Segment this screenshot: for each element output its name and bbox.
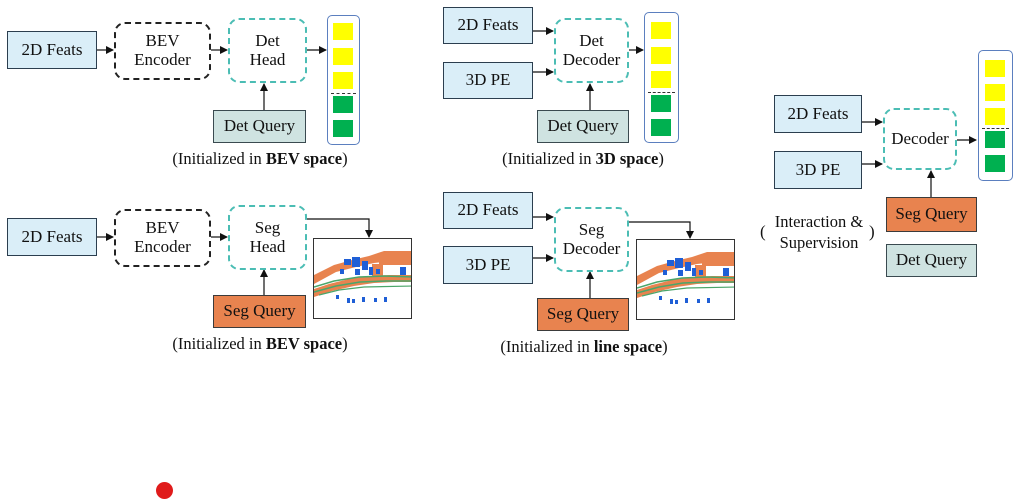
- paren-open: (: [760, 222, 766, 241]
- bev-segmentation-map-icon: [636, 239, 735, 320]
- arrow-head-to-map: [307, 218, 373, 238]
- det-query-box: Det Query: [213, 110, 306, 143]
- seg-query-box: Seg Query: [886, 197, 977, 232]
- caption: (Initialized in BEV space): [172, 334, 348, 353]
- note-line: Interaction &: [774, 212, 864, 231]
- feats-box: 2D Feats: [7, 218, 97, 256]
- det-query-box: Det Query: [886, 244, 977, 277]
- seg-query-box: Seg Query: [537, 298, 629, 331]
- arrow-decoder-to-map: [629, 221, 694, 239]
- feats-box: 2D Feats: [774, 95, 862, 133]
- bev-encoder-box: BEV Encoder: [114, 209, 211, 267]
- seg-query-box: Seg Query: [213, 295, 306, 328]
- feats-box: 2D Feats: [7, 31, 97, 69]
- pe-box: 3D PE: [774, 151, 862, 189]
- stack-divider: [331, 93, 356, 94]
- det-output-cell: [333, 120, 353, 137]
- det-decoder-box: Det Decoder: [554, 18, 629, 83]
- det-output-cell: [651, 119, 671, 136]
- caption: (Initialized in 3D space): [502, 149, 664, 168]
- seg-decoder-box: Seg Decoder: [554, 207, 629, 272]
- stack-divider: [648, 92, 675, 93]
- det-output-cell: [985, 60, 1005, 77]
- query-output-stack: [327, 15, 360, 145]
- det-output-cell: [985, 108, 1005, 125]
- det-output-cell: [333, 23, 353, 40]
- det-output-cell: [651, 22, 671, 39]
- det-head-box: Det Head: [228, 18, 307, 83]
- caption: (Initialized in line space): [500, 337, 668, 356]
- det-output-cell: [985, 84, 1005, 101]
- feats-box: 2D Feats: [443, 7, 533, 44]
- bev-segmentation-map-icon: [313, 238, 412, 319]
- det-output-cell: [985, 155, 1005, 172]
- det-output-cell: [333, 48, 353, 65]
- seg-head-box: Seg Head: [228, 205, 307, 270]
- query-output-stack: [978, 50, 1013, 181]
- caption: (Initialized in BEV space): [172, 149, 348, 168]
- red-dot-marker: [156, 482, 173, 499]
- note-line: Supervision: [779, 232, 859, 252]
- det-output-cell: [651, 47, 671, 64]
- decoder-box: Decoder: [883, 108, 957, 170]
- stack-divider: [982, 128, 1009, 129]
- det-output-cell: [985, 131, 1005, 148]
- interaction-note: Interaction & Supervision: [766, 212, 872, 253]
- pe-box: 3D PE: [443, 246, 533, 284]
- query-output-stack: [644, 12, 679, 143]
- det-query-box: Det Query: [537, 110, 629, 143]
- det-output-cell: [651, 71, 671, 88]
- det-output-cell: [333, 96, 353, 113]
- det-output-cell: [651, 95, 671, 112]
- det-output-cell: [333, 72, 353, 89]
- pe-box: 3D PE: [443, 62, 533, 99]
- feats-box: 2D Feats: [443, 192, 533, 229]
- bev-encoder-box: BEV Encoder: [114, 22, 211, 80]
- paren-close: ): [869, 222, 875, 241]
